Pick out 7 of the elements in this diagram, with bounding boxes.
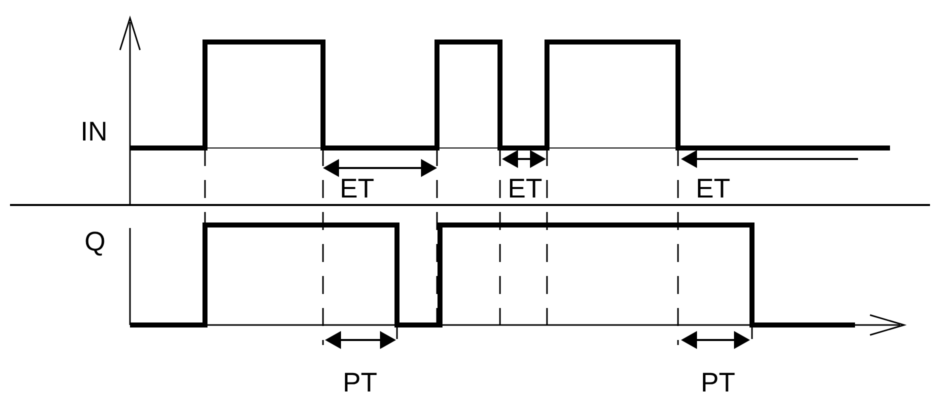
signal-label: Q xyxy=(84,228,106,256)
signal-label: IN xyxy=(80,118,108,146)
duration-label: ET xyxy=(340,176,374,202)
duration-label: ET xyxy=(696,176,730,202)
duration-label: PT xyxy=(342,370,378,396)
duration-label: ET xyxy=(508,176,542,202)
duration-label: PT xyxy=(700,370,736,396)
